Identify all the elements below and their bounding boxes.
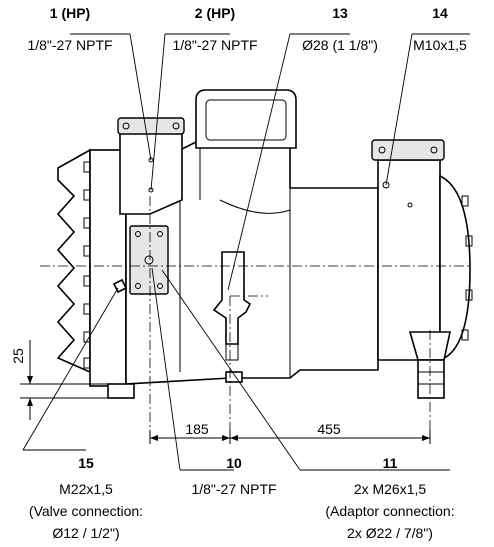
callout-15-number: 15	[78, 455, 94, 471]
callout-15-spec: M22x1,5	[59, 481, 113, 497]
callout-14: 14 M10x1,5	[413, 5, 467, 53]
motor-wave-edge	[56, 148, 91, 374]
suction-cap	[371, 139, 445, 161]
callout-2-hp: 2 (HP) 1/8"-27 NPTF	[172, 5, 257, 53]
compressor-body	[56, 89, 473, 399]
service-block	[129, 225, 169, 295]
right-flange	[439, 174, 471, 362]
centerlines	[40, 196, 470, 430]
callout-13: 13 Ø28 (1 1/8")	[302, 5, 378, 53]
callout-2-number: 2 (HP)	[195, 5, 235, 21]
dimension-horizontal: 185 455	[149, 421, 431, 444]
callout-11-note2: 2x Ø22 / 7/8")	[347, 525, 433, 541]
callout-10-spec: 1/8"-27 NPTF	[191, 481, 276, 497]
callout-11: 11 2x M26x1,5 (Adaptor connection: 2x Ø2…	[325, 455, 454, 541]
port-14-marker	[382, 181, 390, 189]
dim-25-label: 25	[10, 348, 26, 364]
hp-port-cap	[117, 117, 185, 135]
terminal-box	[195, 89, 297, 149]
callout-1-number: 1 (HP)	[50, 5, 90, 21]
callout-1-spec: 1/8"-27 NPTF	[27, 37, 112, 53]
hp-port-housing	[119, 131, 183, 215]
callout-11-spec: 2x M26x1,5	[354, 481, 427, 497]
mid-foot	[225, 371, 243, 383]
flange-bolts-left	[83, 161, 91, 369]
left-foot	[107, 383, 135, 399]
callout-14-spec: M10x1,5	[413, 37, 467, 53]
callout-10-number: 10	[226, 455, 242, 471]
callout-11-note1: (Adaptor connection:	[325, 503, 454, 519]
callout-15: 15 M22x1,5 (Valve connection: Ø12 / 1/2"…	[29, 455, 143, 541]
dim-185-label: 185	[185, 421, 209, 437]
callout-2-spec: 1/8"-27 NPTF	[172, 37, 257, 53]
callout-14-number: 14	[432, 5, 448, 21]
callout-1-hp: 1 (HP) 1/8"-27 NPTF	[27, 5, 112, 53]
callout-13-number: 13	[332, 5, 348, 21]
dim-455-label: 455	[317, 421, 341, 437]
callout-15-note1: (Valve connection:	[29, 503, 143, 519]
suction-housing	[377, 159, 441, 361]
leader-lines	[22, 33, 470, 471]
callout-13-spec: Ø28 (1 1/8")	[302, 37, 378, 53]
suction-pipe	[212, 251, 252, 345]
callout-11-number: 11	[383, 455, 398, 471]
callout-15-note2: Ø12 / 1/2")	[52, 525, 119, 541]
dimension-25: 25	[10, 340, 108, 420]
flange-bolts-right	[461, 195, 473, 341]
callout-10: 10 1/8"-27 NPTF	[191, 455, 276, 497]
